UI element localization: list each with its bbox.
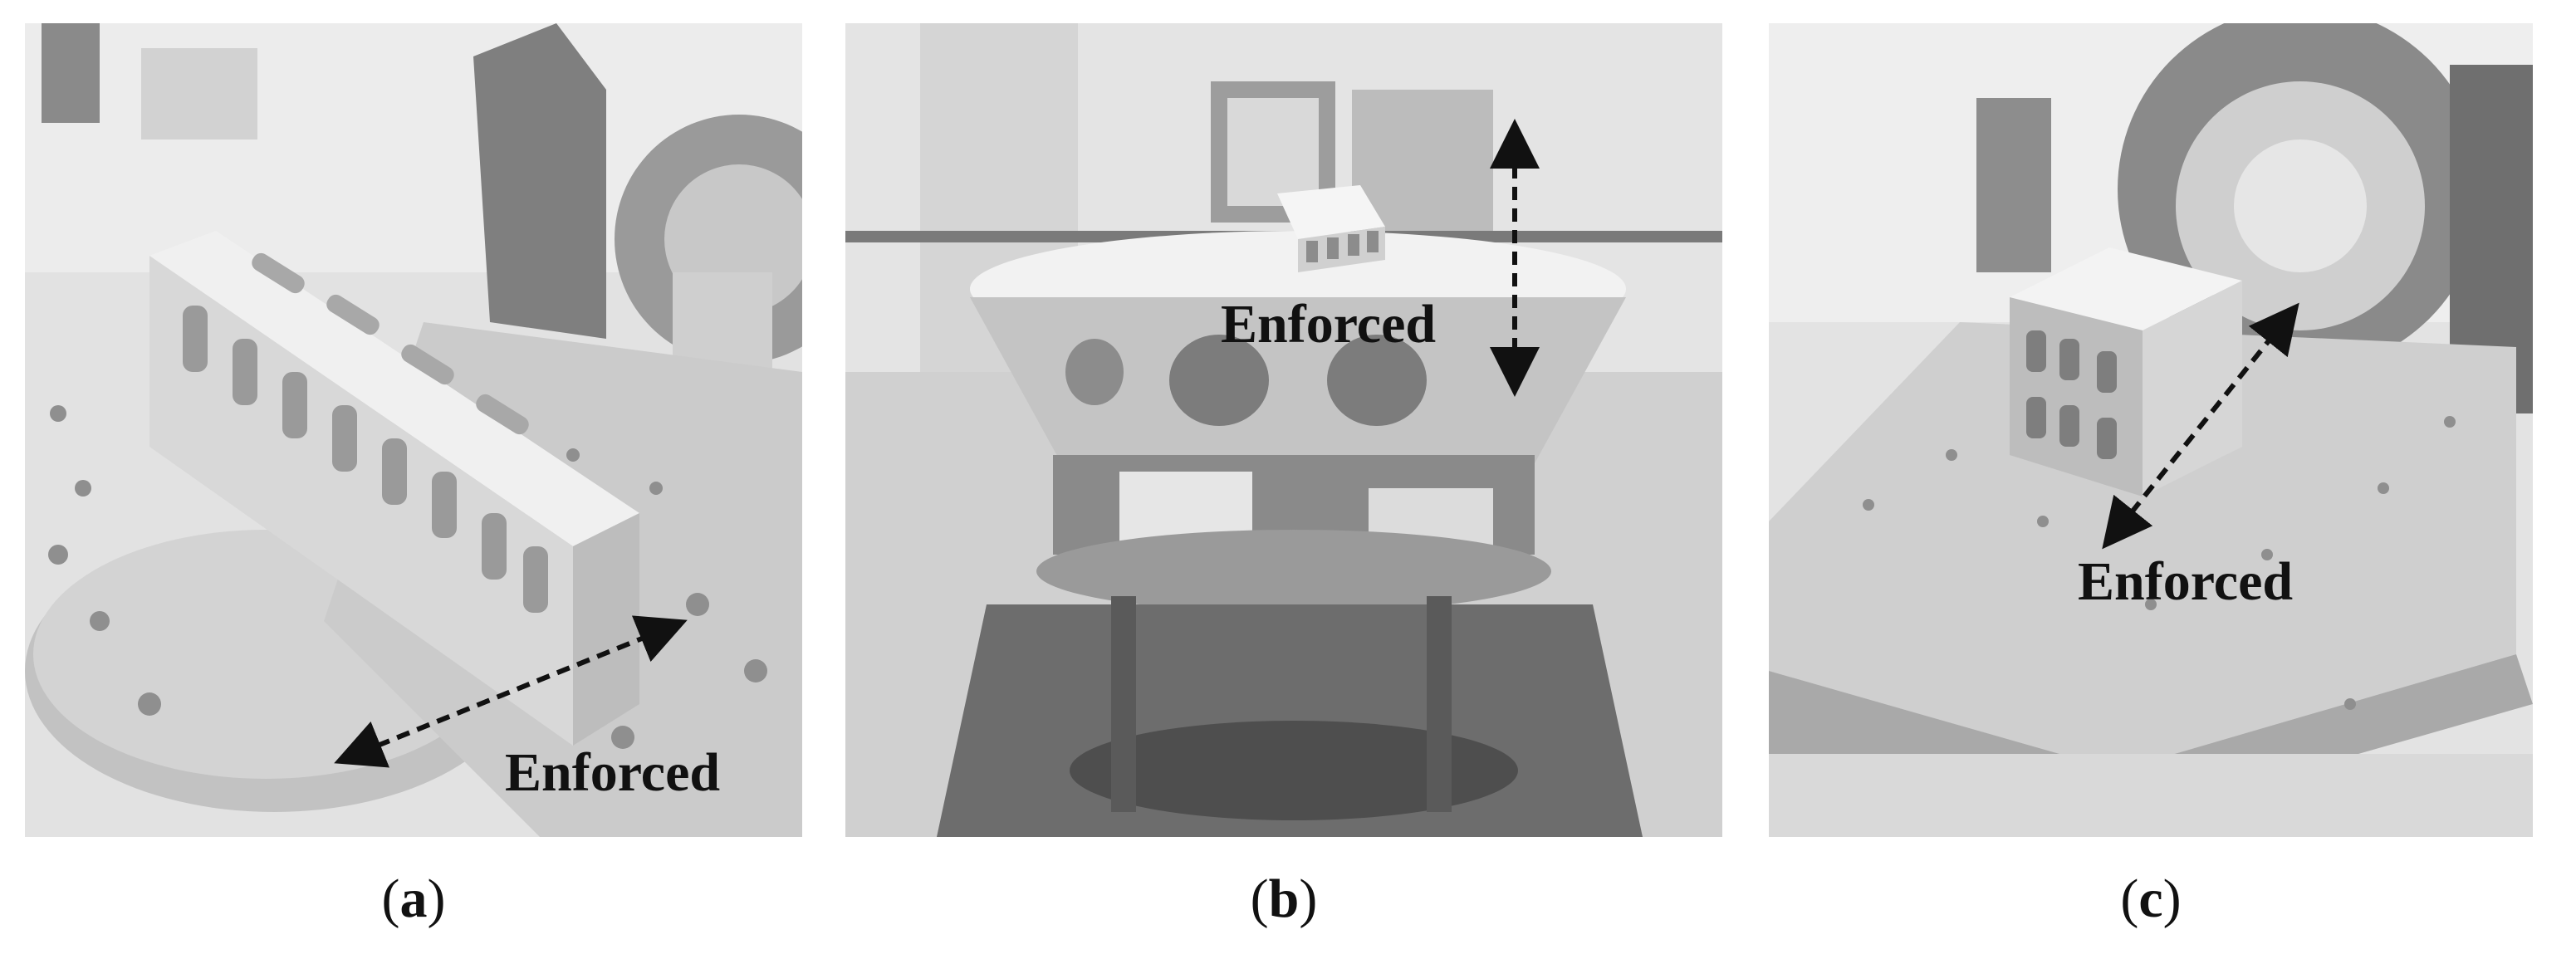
photo-panel-c: Enforced [1769, 23, 2533, 837]
annotation-enforced-a: Enforced [505, 742, 721, 803]
photo-a-test-setup [25, 23, 802, 837]
annotation-enforced-c: Enforced [2078, 551, 2294, 612]
photo-b-test-setup [845, 23, 1722, 837]
caption-c: (c) [2120, 868, 2182, 929]
photo-panel-b: Enforced [845, 23, 1722, 837]
photo-panel-a: Enforced [25, 23, 802, 837]
photo-c-test-setup [1769, 23, 2533, 837]
caption-b: (b) [1250, 868, 1318, 929]
annotation-enforced-b: Enforced [1221, 294, 1437, 355]
caption-a: (a) [381, 868, 446, 929]
